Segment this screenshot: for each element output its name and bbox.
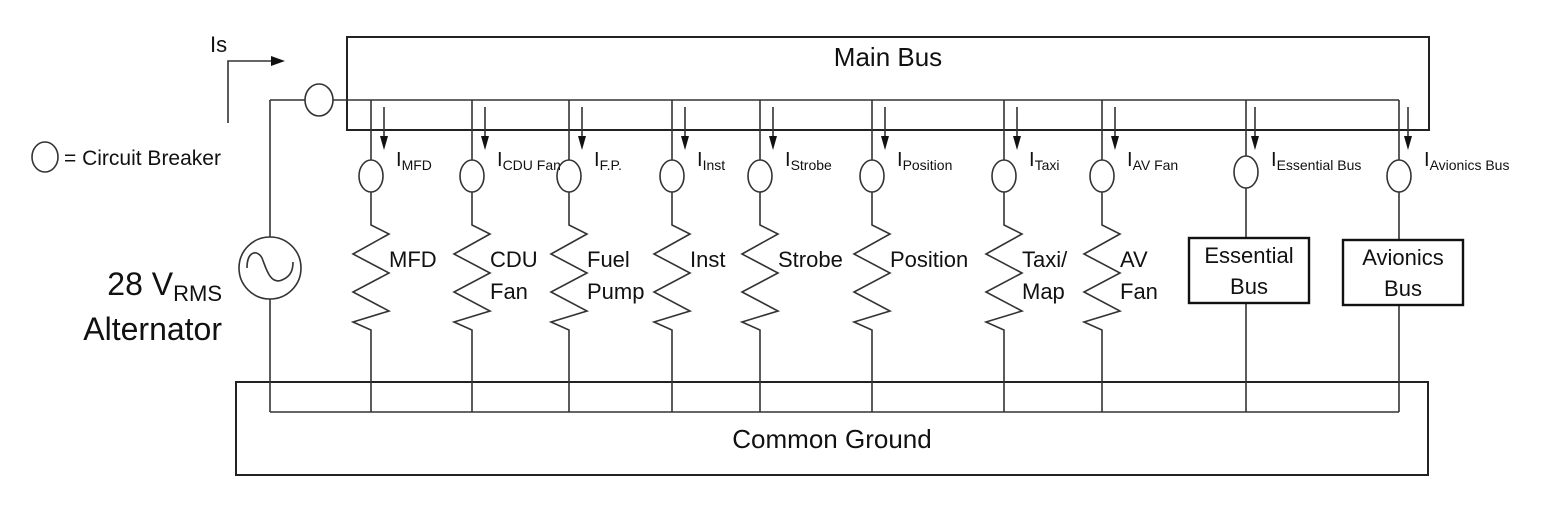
current-label: ICDU Fan	[497, 149, 561, 173]
circuit-breaker-icon	[358, 159, 384, 193]
current-label: IEssential Bus	[1271, 149, 1361, 173]
current-arrow-icon	[769, 107, 777, 150]
current-arrow-icon	[1251, 107, 1259, 150]
circuit-breaker-icon	[747, 159, 773, 193]
circuit-breaker-icon	[1233, 155, 1259, 189]
main-bus-label: Main Bus	[834, 42, 942, 72]
bus-box	[1341, 238, 1465, 307]
bus-label: Bus	[1230, 274, 1268, 299]
current-label: IStrobe	[785, 149, 832, 173]
current-label: IPosition	[897, 149, 952, 173]
main-circuit-breaker-icon	[304, 83, 334, 117]
bus-label: Bus	[1384, 276, 1422, 301]
load-label: Fan	[490, 279, 528, 304]
load-label: Fuel	[587, 247, 630, 272]
load-label: CDU	[490, 247, 538, 272]
common-ground-box	[235, 381, 1429, 476]
current-arrow-icon	[1404, 107, 1412, 150]
load-label: Inst	[690, 247, 725, 272]
current-label: IMFD	[396, 149, 432, 173]
alternator-label: Alternator	[83, 311, 222, 347]
circuit-breaker-icon	[1089, 159, 1115, 193]
alternator-voltage: 28 VRMS	[107, 266, 222, 306]
circuit-breaker-icon	[991, 159, 1017, 193]
circuit-breaker-icon	[31, 141, 59, 173]
current-arrow-icon	[578, 107, 586, 150]
load-label: Fan	[1120, 279, 1158, 304]
ac-source-icon	[238, 236, 302, 300]
resistor-icon	[1081, 192, 1123, 412]
circuit-breaker-icon	[1386, 159, 1412, 193]
resistor-icon	[451, 192, 493, 412]
load-label: AV	[1120, 247, 1148, 272]
bus-box	[1187, 236, 1311, 305]
load-label: Taxi/	[1022, 247, 1068, 272]
resistor-icon	[350, 192, 392, 412]
circuit-breaker-icon	[459, 159, 485, 193]
circuit-breaker-icon	[556, 159, 582, 193]
branch-mfd: IMFD MFD	[350, 100, 437, 412]
load-label: Position	[890, 247, 968, 272]
source-current-arrow-icon	[227, 56, 285, 123]
current-label: IInst	[697, 149, 725, 173]
resistor-icon	[548, 192, 590, 412]
current-arrow-icon	[1013, 107, 1021, 150]
resistor-icon	[651, 192, 693, 412]
circuit-breaker-icon	[859, 159, 885, 193]
load-label: Strobe	[778, 247, 843, 272]
current-label: IAvionics Bus	[1424, 149, 1509, 173]
current-arrow-icon	[681, 107, 689, 150]
load-label: MFD	[389, 247, 437, 272]
main-bus-box	[346, 36, 1430, 131]
load-label: Map	[1022, 279, 1065, 304]
current-label: ITaxi	[1029, 149, 1059, 173]
current-label: IF.P.	[594, 149, 622, 173]
current-arrow-icon	[1111, 107, 1119, 150]
current-arrow-icon	[481, 107, 489, 150]
load-label: Pump	[587, 279, 644, 304]
bus-label: Avionics	[1362, 245, 1444, 270]
circuit-breaker-icon	[659, 159, 685, 193]
bus-label: Essential	[1204, 243, 1293, 268]
common-ground-label: Common Ground	[732, 424, 931, 454]
current-arrow-icon	[881, 107, 889, 150]
resistor-icon	[739, 192, 781, 412]
current-label: IAV Fan	[1127, 149, 1178, 173]
resistor-icon	[851, 192, 893, 412]
source-current-label: Is	[210, 32, 227, 57]
resistor-icon	[983, 192, 1025, 412]
legend-text: = Circuit Breaker	[64, 147, 221, 170]
current-arrow-icon	[380, 107, 388, 150]
